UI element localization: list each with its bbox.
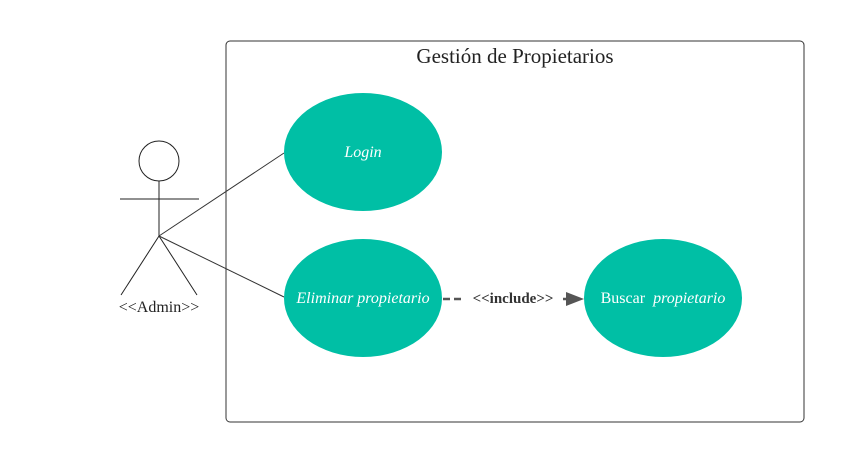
use-case-login-shape: [284, 93, 442, 211]
use-case-eliminar-label: Eliminar propietario: [295, 290, 429, 307]
actor-left-leg: [120, 235, 160, 296]
system-boundary: [225, 40, 805, 423]
actor-admin: <<Admin>>: [119, 140, 200, 316]
use-case-login[interactable]: Login: [284, 93, 442, 211]
include-label: <<include>>: [473, 291, 554, 307]
system-title: Gestión de Propietarios: [416, 44, 613, 68]
use-case-buscar-label: Buscar propietario: [601, 290, 726, 307]
actor-label: <<Admin>>: [119, 299, 200, 316]
include-arrowhead: [566, 292, 584, 306]
actor-head: [138, 140, 180, 182]
use-case-buscar-shape: [584, 239, 742, 357]
use-case-buscar-label-plain: Buscar: [601, 290, 646, 307]
use-case-eliminar-propietario[interactable]: Eliminar propietario: [284, 239, 442, 357]
use-case-buscar-label-italic: propietario: [652, 290, 725, 307]
include-relationship: <<include>>: [443, 291, 584, 307]
use-case-eliminar-shape: [284, 239, 442, 357]
use-case-login-label: Login: [343, 144, 381, 161]
association-eliminar: [158, 235, 285, 298]
association-login: [158, 152, 285, 237]
use-case-buscar-propietario[interactable]: Buscar propietario: [584, 239, 742, 357]
actor-right-leg: [158, 235, 198, 296]
